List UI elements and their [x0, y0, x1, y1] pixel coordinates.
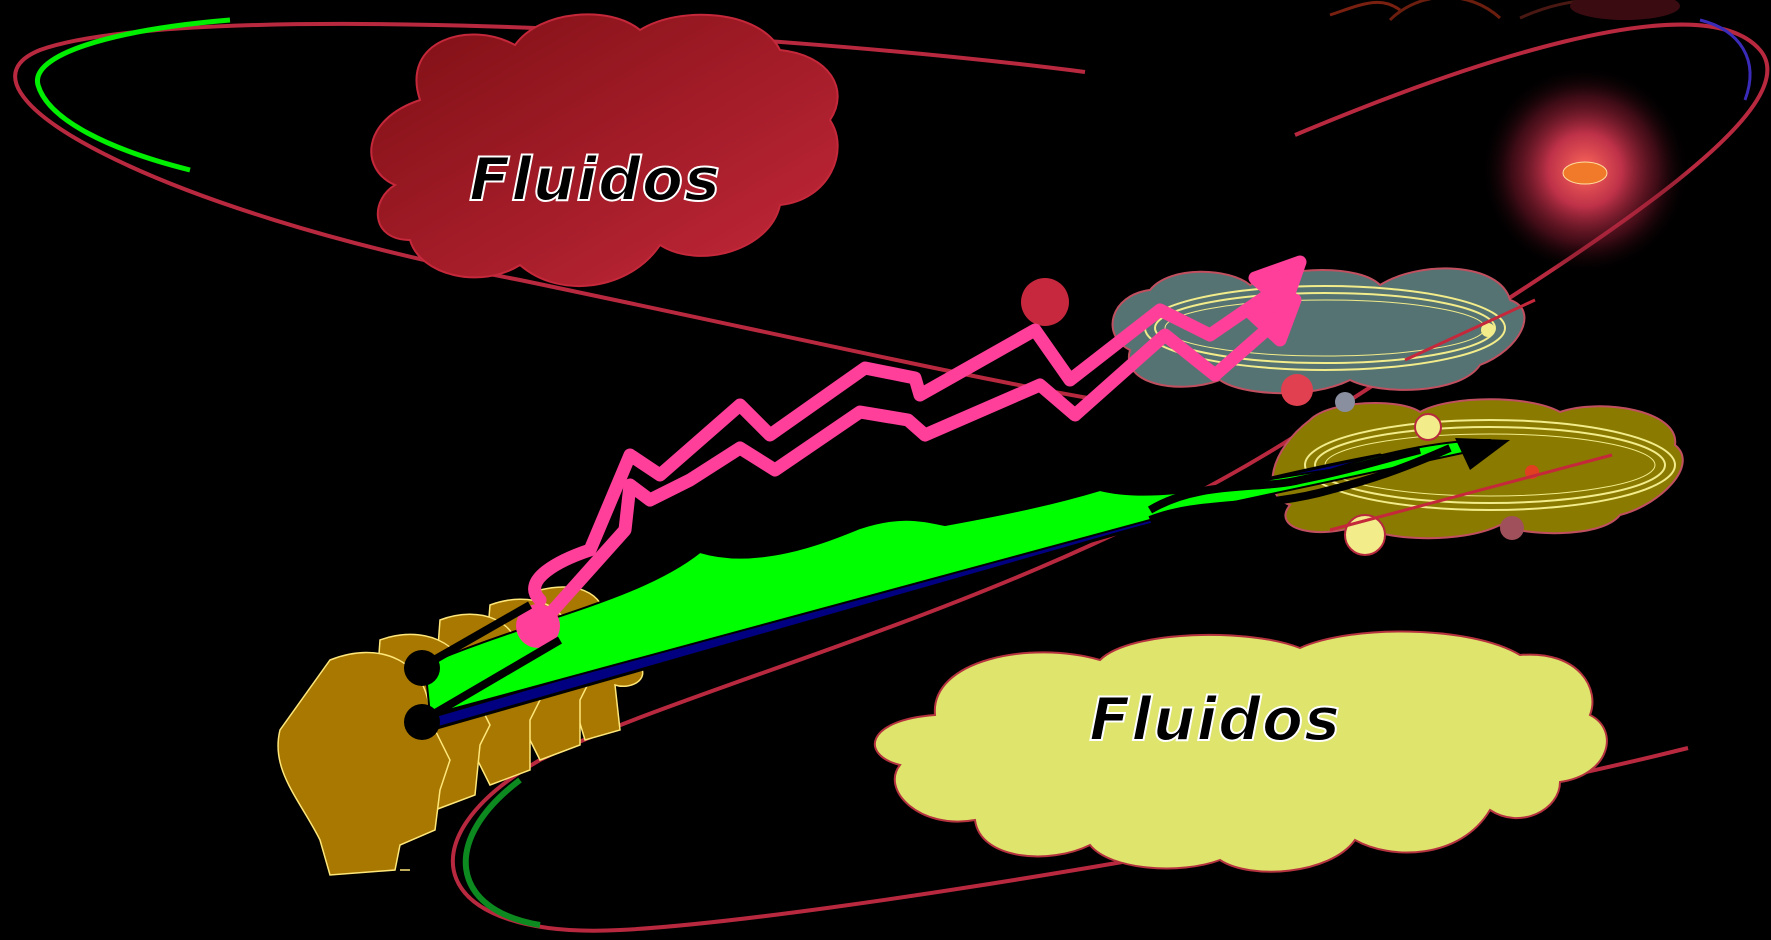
- bottom-cloud-label: Fluidos: [1089, 685, 1341, 755]
- olive-cloud: [1271, 398, 1684, 556]
- black-flow-arrow: [1147, 438, 1510, 524]
- top-cloud-label: Fluidos: [469, 145, 721, 215]
- pink-zigzag-arrows: [528, 255, 1307, 632]
- top-right-fragment: [1329, 0, 1680, 22]
- planet-dots: [1021, 278, 1355, 412]
- bottom-orbit: [450, 18, 1770, 933]
- top-fluidos-cloud: Fluidos: [370, 13, 839, 287]
- pink-origin-dot: [516, 604, 560, 648]
- teal-cloud: [1111, 267, 1536, 395]
- glowing-orb: [1480, 65, 1690, 275]
- origin-connectors: [404, 601, 563, 740]
- bottom-fluidos-cloud: Fluidos: [873, 630, 1608, 873]
